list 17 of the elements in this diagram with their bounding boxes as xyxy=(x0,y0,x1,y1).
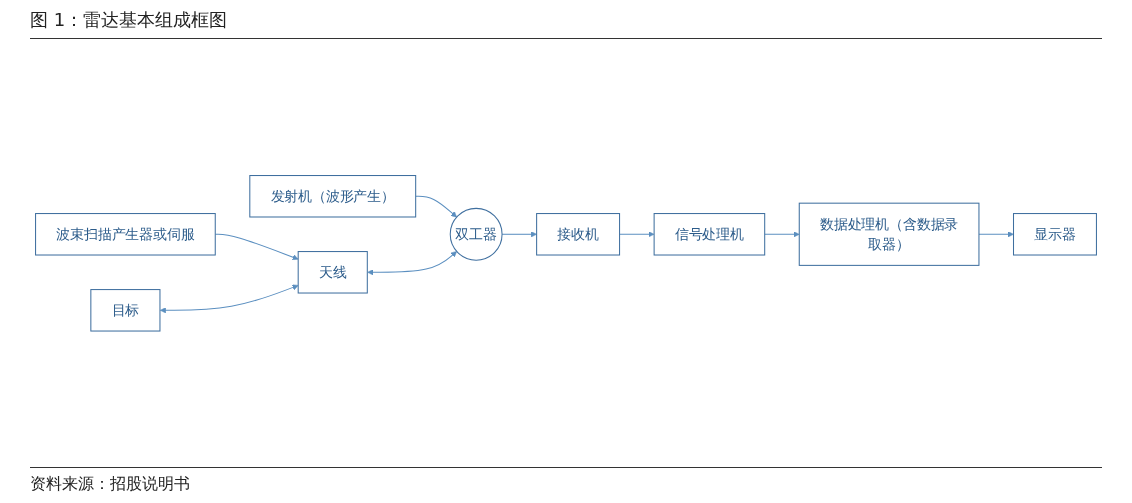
arrow xyxy=(367,250,457,276)
node-box: 波束扫描产生器或伺服 xyxy=(35,212,216,256)
arrow xyxy=(159,284,299,314)
arrow xyxy=(978,230,1014,238)
node-box: 显示器 xyxy=(1013,212,1097,256)
source-note: 资料来源：招股说明书 xyxy=(30,467,1102,495)
node-circle: 双工器 xyxy=(449,207,503,261)
node-box: 数据处理机（含数据录取器） xyxy=(798,202,980,266)
node-box: 目标 xyxy=(90,288,161,332)
node-box: 发射机（波形产生） xyxy=(249,174,417,218)
arrow xyxy=(764,230,800,238)
node-box: 天线 xyxy=(297,250,368,294)
arrow xyxy=(619,230,655,238)
node-box: 接收机 xyxy=(536,212,621,256)
arrow xyxy=(415,195,457,218)
figure-title: 图 1：雷达基本组成框图 xyxy=(30,8,1102,39)
node-box: 信号处理机 xyxy=(653,212,766,256)
